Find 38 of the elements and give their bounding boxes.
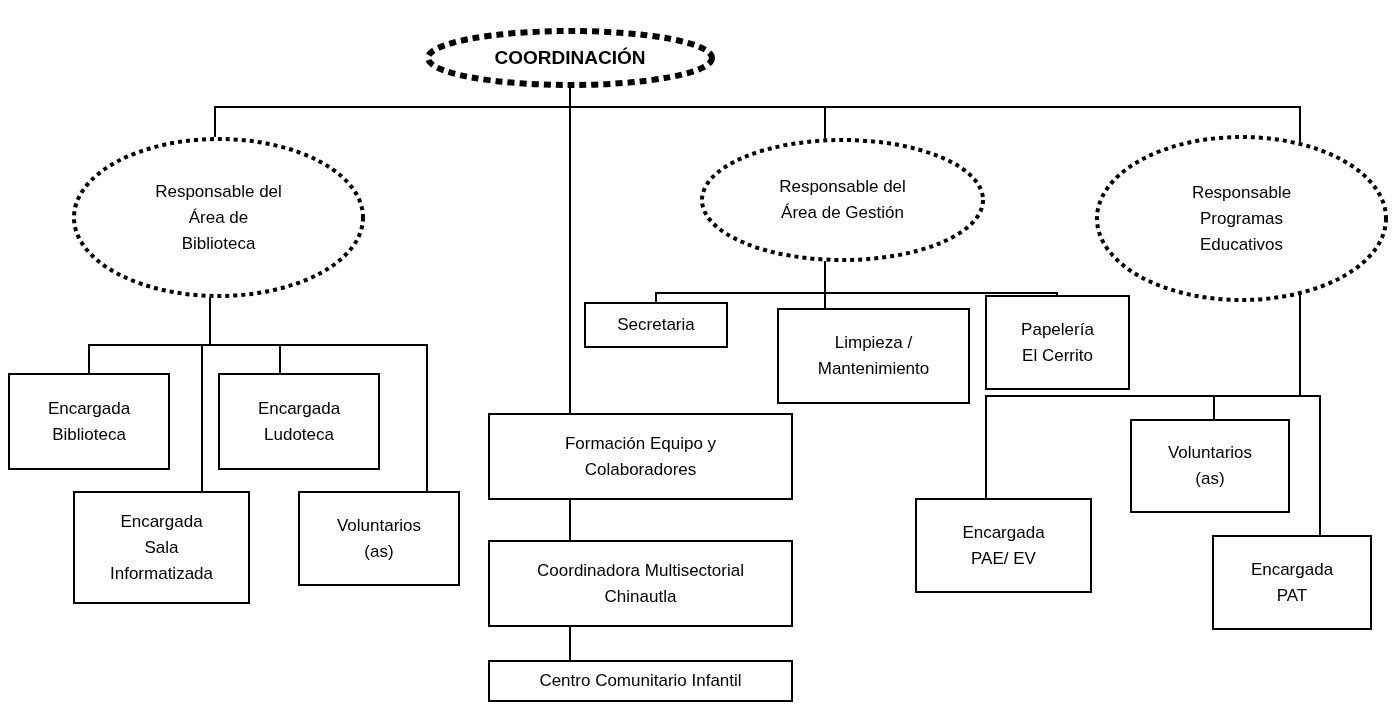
node-label: Responsable Programas Educativos — [1190, 181, 1293, 256]
org-box — [298, 491, 460, 586]
node-label: Responsable del Área de Gestión — [778, 176, 907, 224]
node-label: Encargada Ludoteca — [256, 397, 342, 446]
dotted-ellipse — [425, 28, 715, 88]
node-label: Voluntarios (as) — [335, 514, 423, 563]
org-box — [488, 413, 793, 500]
node-label: COORDINACIÓN — [493, 46, 647, 70]
node-label: Secretaria — [616, 314, 696, 336]
dotted-ellipse — [1095, 135, 1388, 302]
node-label: Centro Comunitario Infantil — [538, 670, 743, 692]
node-label: Encargada PAT — [1249, 558, 1335, 607]
org-box — [488, 540, 793, 627]
org-box — [1130, 419, 1290, 513]
dotted-ellipse — [700, 138, 985, 262]
org-box — [584, 302, 728, 348]
dotted-ellipse — [72, 137, 365, 298]
node-label: Coordinadora Multisectorial Chinautla — [536, 559, 745, 608]
connector-line — [569, 499, 571, 541]
connector-line — [824, 260, 1058, 296]
connector-line — [569, 87, 1301, 143]
org-box — [73, 491, 250, 604]
node-label: Limpieza / Mantenimiento — [816, 332, 931, 380]
org-box — [8, 373, 170, 470]
org-box — [777, 308, 970, 404]
node-label: Voluntarios (as) — [1166, 442, 1254, 490]
node-label: Responsable del Área de Biblioteca — [154, 180, 283, 255]
node-label: Formación Equipo y Colaboradores — [563, 432, 718, 481]
node-label: Papelería El Cerrito — [1020, 318, 1095, 367]
node-label: Encargada Sala Informatizada — [109, 510, 214, 585]
org-box — [218, 373, 380, 470]
org-box — [915, 498, 1092, 593]
node-label: Encargada PAE/ EV — [961, 521, 1046, 570]
node-label: Encargada Biblioteca — [46, 397, 132, 446]
org-box — [985, 295, 1130, 390]
org-box — [488, 660, 793, 702]
connector-line — [569, 626, 571, 661]
org-box — [1212, 535, 1372, 630]
